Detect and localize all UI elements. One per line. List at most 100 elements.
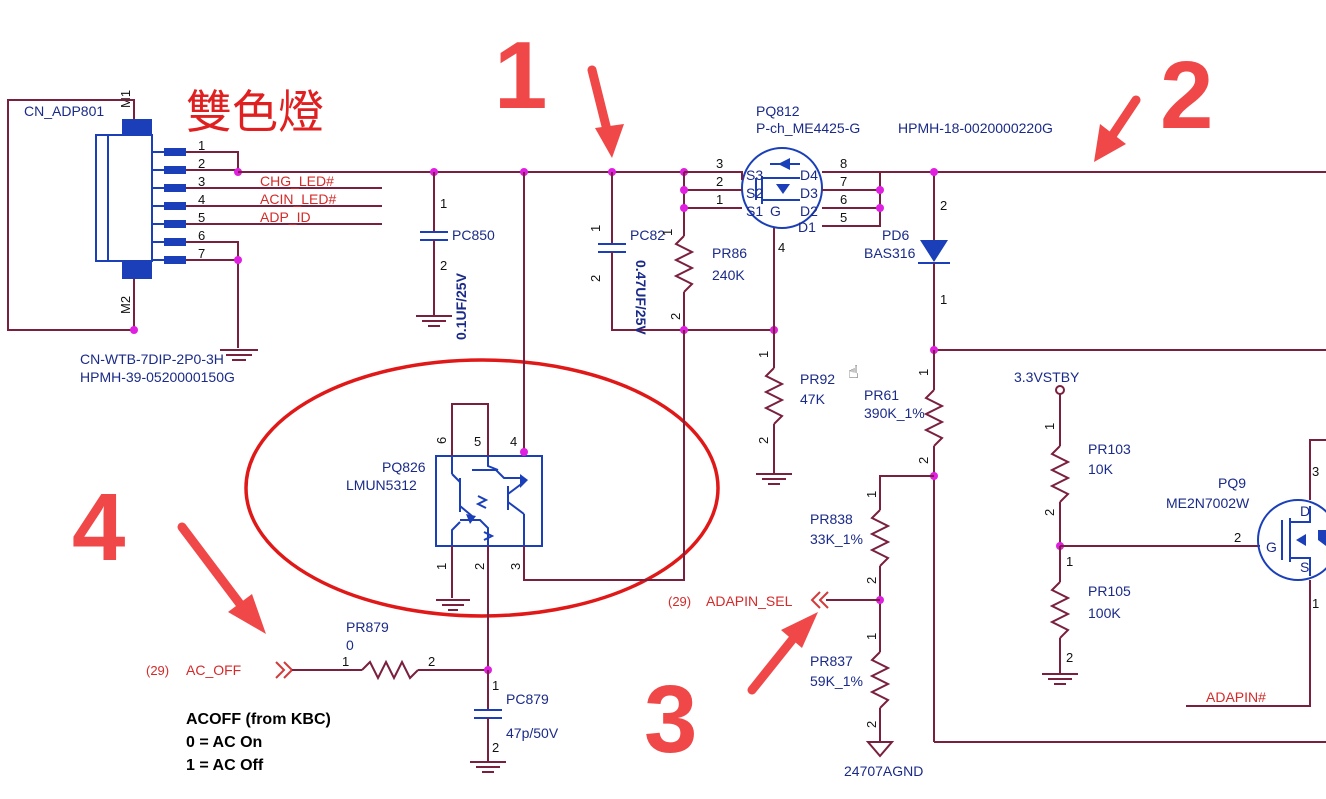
offpage-connector-icon [810, 591, 821, 609]
pr61-pin-2: 2 [916, 457, 931, 464]
connector-pin-3: 3 [198, 174, 205, 189]
junction [130, 326, 138, 334]
pr103-pin-1: 1 [1042, 423, 1057, 430]
junction [930, 168, 938, 176]
pc850-ref: PC850 [452, 227, 495, 243]
pr837-ref: PR837 [810, 653, 853, 669]
pr92-pin-1: 1 [756, 351, 771, 358]
adapin-sel-ref: (29) [668, 594, 691, 609]
pc879-pin-1: 1 [492, 678, 499, 693]
connector-pin-5: 5 [198, 210, 205, 225]
capacitor-pc82: 1 2 PC82 0.47UF/25V [588, 172, 774, 335]
pc82-ref: PC82 [630, 227, 665, 243]
pr86-pin-1: 1 [660, 229, 675, 236]
pr837-value: 59K_1% [810, 673, 863, 689]
pr92-value: 47K [800, 391, 826, 407]
pc879-ref: PC879 [506, 691, 549, 707]
capacitor-pc879: 1 2 PC879 47p/50V [470, 670, 559, 773]
pr879-pin-1: 1 [342, 654, 349, 669]
junction [680, 204, 688, 212]
ac-off-ref: (29) [146, 663, 169, 678]
pr61-value: 390K_1% [864, 405, 925, 421]
resistor-pr105: 1 2 PR105 100K [1042, 546, 1131, 685]
pr92-pin-2: 2 [756, 437, 771, 444]
pr86-value: 240K [712, 267, 745, 283]
resistor-pr92: 1 2 PR92 47K [756, 330, 835, 485]
pq9-ref: PQ9 [1218, 475, 1246, 491]
junction [876, 186, 884, 194]
pq812-part: P-ch_ME4425-G [756, 120, 860, 136]
pr879-value: 0 [346, 637, 354, 653]
pr837-pin-1: 1 [864, 633, 879, 640]
pq812-s2: S2 [746, 185, 763, 201]
pc82-value: 0.47UF/25V [633, 260, 649, 335]
resistor-pr86: 1 2 PR86 240K [660, 172, 747, 330]
pc850-pin-1: 1 [440, 196, 447, 211]
pq812-pin-6: 6 [840, 192, 847, 207]
pq812-d1: D1 [798, 219, 816, 235]
pq9-pin-3: 3 [1312, 464, 1319, 479]
capacitor-pc850: 1 2 PC850 0.1UF/25V [416, 172, 495, 340]
pr838-pin-1: 1 [864, 491, 879, 498]
pd6-part: BAS316 [864, 245, 916, 261]
pq826-pin-4: 4 [510, 434, 517, 449]
pq812-pin-3: 3 [716, 156, 723, 171]
pq826-pin-3: 3 [508, 563, 523, 570]
connector-pin-6: 6 [198, 228, 205, 243]
pc850-pin-2: 2 [440, 258, 447, 273]
pq9-pin-2: 2 [1234, 530, 1241, 545]
pq812-ref: PQ812 [756, 103, 800, 119]
pq812-pin-7: 7 [840, 174, 847, 189]
pd6-ref: PD6 [882, 227, 909, 243]
highlight-ellipse [244, 358, 720, 618]
junction [876, 204, 884, 212]
callout-4: 4 [72, 474, 125, 581]
resistor-pr879: 1 2 PR879 0 [292, 619, 488, 681]
pq812-pin-8: 8 [840, 156, 847, 171]
pr86-ref: PR86 [712, 245, 747, 261]
pq9-pin-1: 1 [1312, 596, 1319, 611]
pr61-pin-1: 1 [916, 369, 931, 376]
connector-pin-2: 2 [198, 156, 205, 171]
pc82-pin-1: 1 [588, 225, 603, 232]
pr86-pin-2: 2 [668, 313, 683, 320]
pq9-d: D [1300, 503, 1310, 519]
callout-arrow-4 [177, 522, 266, 634]
pq826-pin-5: 5 [474, 434, 481, 449]
pr103-value: 10K [1088, 461, 1114, 477]
connector-part: CN-WTB-7DIP-2P0-3H [80, 351, 224, 367]
pr105-pin-2: 2 [1066, 650, 1073, 665]
junction [680, 186, 688, 194]
main-part-number: HPMH-18-0020000220G [898, 120, 1053, 136]
transistor-pq826: PQ826 LMUN5312 6 5 4 1 2 3 [346, 330, 685, 670]
pr879-pin-2: 2 [428, 654, 435, 669]
connector-m1: M1 [118, 90, 133, 108]
callout-arrow-3 [747, 612, 818, 695]
acoff-note-on: 0 = AC On [186, 734, 262, 751]
callout-arrow-1 [587, 65, 624, 158]
net-adp-id: ADP_ID [260, 209, 311, 225]
pc879-pin-2: 2 [492, 740, 499, 755]
acoff-note-off: 1 = AC Off [186, 757, 264, 774]
bicolor-led-title: 雙色燈 [186, 85, 324, 139]
pr103-ref: PR103 [1088, 441, 1131, 457]
pq826-part: LMUN5312 [346, 477, 417, 493]
pq812-d3: D3 [800, 185, 818, 201]
pq812-d2: D2 [800, 203, 818, 219]
resistor-pr837: 1 2 PR837 59K_1% [810, 633, 895, 758]
net-acin-led: ACIN_LED# [260, 191, 336, 207]
net-ac-off: AC_OFF [186, 662, 241, 678]
hand-cursor-icon: ☝ [848, 362, 859, 383]
pq9-g: G [1266, 539, 1277, 555]
connector-pin-7: 7 [198, 246, 205, 261]
resistor-pr103: 1 2 PR103 10K [1042, 394, 1131, 546]
pq812-s1: S1 [746, 203, 763, 219]
diode-pd6: 2 1 PD6 BAS316 [864, 172, 950, 350]
agnd-label: 24707AGND [844, 763, 923, 779]
pc879-value: 47p/50V [506, 725, 559, 741]
pq9-part: ME2N7002W [1166, 495, 1250, 511]
junction [520, 448, 528, 456]
pd6-pin-2: 2 [940, 198, 947, 213]
connector-pin-4: 4 [198, 192, 205, 207]
pq812-s3: S3 [746, 167, 763, 183]
